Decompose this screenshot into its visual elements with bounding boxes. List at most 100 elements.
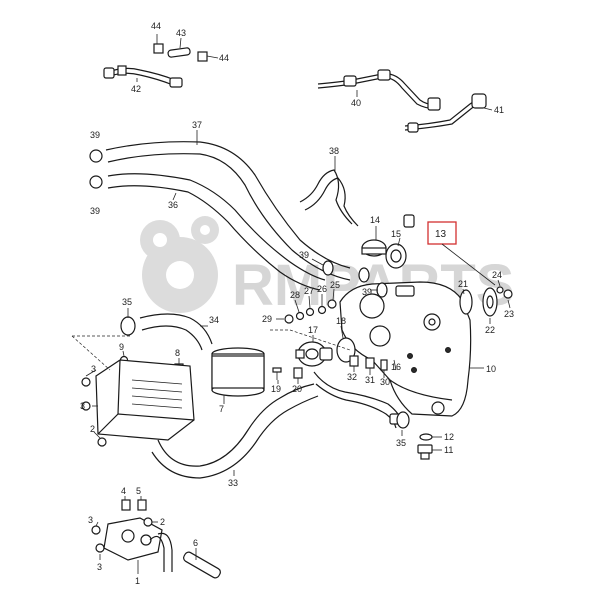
part-36-hose: [89, 173, 326, 291]
callout-29: 29: [262, 314, 272, 324]
callout-39b: 39: [90, 206, 100, 216]
part-30-fitting: [380, 359, 388, 371]
part-20-sensor: [293, 367, 303, 379]
callout-38: 38: [329, 146, 339, 156]
callout-12: 12: [444, 432, 454, 442]
callout-32: 32: [347, 372, 357, 382]
callout-1: 1: [135, 576, 140, 586]
callout-13: 13: [435, 229, 447, 240]
callout-2b: 2: [160, 517, 165, 527]
part-2-oil-cooler: [95, 359, 195, 441]
part-12-washer: [419, 433, 433, 441]
callout-28: 28: [290, 290, 300, 300]
callout-17: 17: [308, 325, 318, 335]
callout-16: 16: [391, 362, 401, 372]
part-44b-clip: [197, 51, 208, 62]
part-15-seal: [385, 243, 407, 269]
callout-37: 37: [192, 120, 202, 130]
callout-26: 26: [317, 284, 327, 294]
callout-3a: 3: [91, 364, 96, 374]
part-38-hose: [299, 169, 359, 227]
watermark-gear-icon: [140, 216, 219, 313]
part-34-hose: [139, 313, 213, 351]
callout-21: 21: [458, 279, 468, 289]
part-2-nut-b: [143, 517, 153, 527]
part-1-oil-pump: [103, 499, 173, 572]
part-35-clamp-lower: [396, 411, 410, 429]
callout-25: 25: [330, 280, 340, 290]
callout-33: 33: [228, 478, 238, 488]
part-3-nut-d: [95, 543, 105, 553]
part-14-cap: [361, 239, 387, 257]
part-17-thermostat: [295, 341, 333, 367]
callout-43: 43: [176, 28, 186, 38]
callout-4: 4: [121, 486, 126, 496]
callout-15: 15: [391, 229, 401, 239]
part-7-oil-filter: [211, 347, 265, 397]
part-6-pipe: [183, 551, 221, 579]
part-10-oil-tank: [339, 281, 472, 417]
callout-2a: 2: [90, 424, 95, 434]
callout-44a: 44: [151, 21, 161, 31]
part-22-cover: [482, 287, 498, 317]
callout-31: 31: [365, 375, 375, 385]
callout-18: 18: [336, 316, 346, 326]
part-43-pipe: [167, 47, 191, 58]
callout-36: 36: [168, 200, 178, 210]
callout-27: 27: [304, 286, 314, 296]
part-3-nut-c: [91, 525, 101, 535]
callout-19: 19: [271, 384, 281, 394]
callout-22: 22: [485, 325, 495, 335]
callout-3d: 3: [97, 562, 102, 572]
callout-42: 42: [131, 84, 141, 94]
callout-3b: 3: [80, 401, 85, 411]
callout-8: 8: [175, 348, 180, 358]
part-26-washer: [317, 305, 327, 315]
callout-labels: 44 43 44 42 40 41 39 37 39 36 38 14 15 1…: [80, 21, 514, 586]
part-21-gasket: [459, 289, 473, 315]
callout-35a: 35: [122, 297, 132, 307]
part-35-clamp-upper: [120, 316, 136, 336]
callout-39c: 39: [299, 250, 309, 260]
callout-40: 40: [351, 98, 361, 108]
part-40-41-line: [317, 69, 487, 133]
part-33-hose: [151, 383, 319, 479]
part-37-hose: [89, 141, 351, 281]
callout-6: 6: [193, 538, 198, 548]
callout-35b: 35: [396, 438, 406, 448]
callout-34: 34: [209, 315, 219, 325]
part-2-nut: [97, 437, 107, 447]
part-44a-clip: [153, 43, 164, 54]
part-27-washer: [305, 307, 315, 317]
callout-3c: 3: [88, 515, 93, 525]
callout-44b: 44: [219, 53, 229, 63]
callout-41: 41: [494, 105, 504, 115]
callout-5: 5: [136, 486, 141, 496]
part-42-line: [103, 65, 183, 88]
callout-39a: 39: [90, 130, 100, 140]
part-23-nut: [503, 289, 513, 299]
part-3-bolt-b: [81, 401, 91, 411]
callout-14: 14: [370, 215, 380, 225]
part-small-fitting: [403, 214, 415, 228]
part-11-drain-plug: [417, 444, 433, 460]
part-19-bolt: [272, 367, 282, 380]
callout-20: 20: [292, 384, 302, 394]
callout-39d: 39: [362, 287, 372, 297]
part-32-fitting: [349, 355, 359, 367]
callout-23: 23: [504, 309, 514, 319]
callout-30: 30: [380, 377, 390, 387]
part-3-bolt-a: [81, 377, 91, 387]
callout-11: 11: [444, 445, 453, 455]
callout-9: 9: [119, 342, 124, 352]
part-25-stud: [327, 299, 337, 309]
part-29-nut: [284, 314, 294, 324]
part-39-hose-clamp: [322, 260, 388, 298]
callout-10: 10: [486, 364, 496, 374]
part-28-washer: [295, 311, 305, 321]
callout-24: 24: [492, 270, 502, 280]
part-31-fitting: [365, 357, 375, 369]
part-24-washer: [496, 286, 504, 294]
